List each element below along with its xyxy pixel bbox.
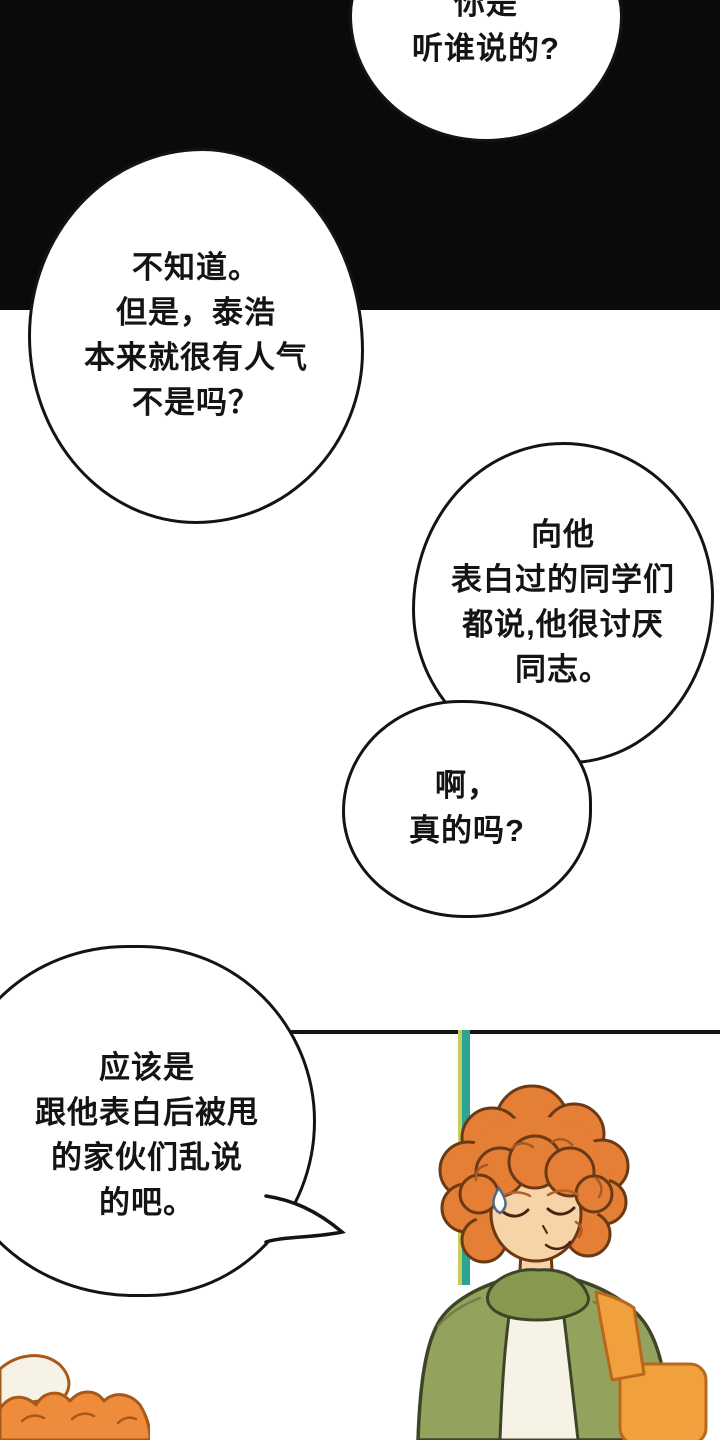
bubble-text-really: 啊， 真的吗?: [409, 768, 525, 848]
shoulder-bag: [618, 1362, 708, 1440]
bag-strap: [594, 1290, 646, 1382]
corner-hair-wave-lines: [20, 1412, 138, 1425]
nose: [542, 1225, 548, 1234]
jacket-seam-left: [436, 1296, 482, 1328]
tail-fill: [264, 1196, 342, 1242]
bubble-text-probably: 应该是 跟他表白后被甩 的家伙们乱说 的吧。: [35, 1050, 259, 1220]
mouth-smile: [544, 1240, 572, 1251]
hair-curl-details: [474, 1137, 603, 1239]
left-eye-closed: [500, 1208, 530, 1218]
hair-fringe: [458, 1134, 614, 1215]
corner-character-illustration: [0, 1354, 150, 1440]
bubble-text-who-told: 你是 听谁说的?: [412, 0, 560, 66]
speech-bubble-dont-know: 不知道。 但是，泰浩 本来就很有人气 不是吗？: [28, 148, 364, 524]
right-eyebrow: [546, 1189, 580, 1197]
right-eye-closed: [546, 1206, 576, 1216]
speech-bubble-tail: [264, 1194, 346, 1244]
boy-character-illustration: [416, 1030, 708, 1440]
speech-bubble-probably: 应该是 跟他表白后被甩 的家伙们乱说 的吧。: [0, 945, 316, 1297]
hood-collar: [486, 1268, 590, 1322]
panel-divider-line: [0, 1030, 720, 1034]
bubble-text-classmates: 向他 表白过的同学们 都说,他很讨厌 同志。: [451, 517, 675, 687]
bubble-text-dont-know: 不知道。 但是，泰浩 本来就很有人气 不是吗？: [84, 250, 308, 420]
sweat-drop-icon: [492, 1185, 507, 1215]
speech-bubble-really: 啊， 真的吗?: [342, 700, 592, 918]
tail-outline: [264, 1194, 346, 1244]
